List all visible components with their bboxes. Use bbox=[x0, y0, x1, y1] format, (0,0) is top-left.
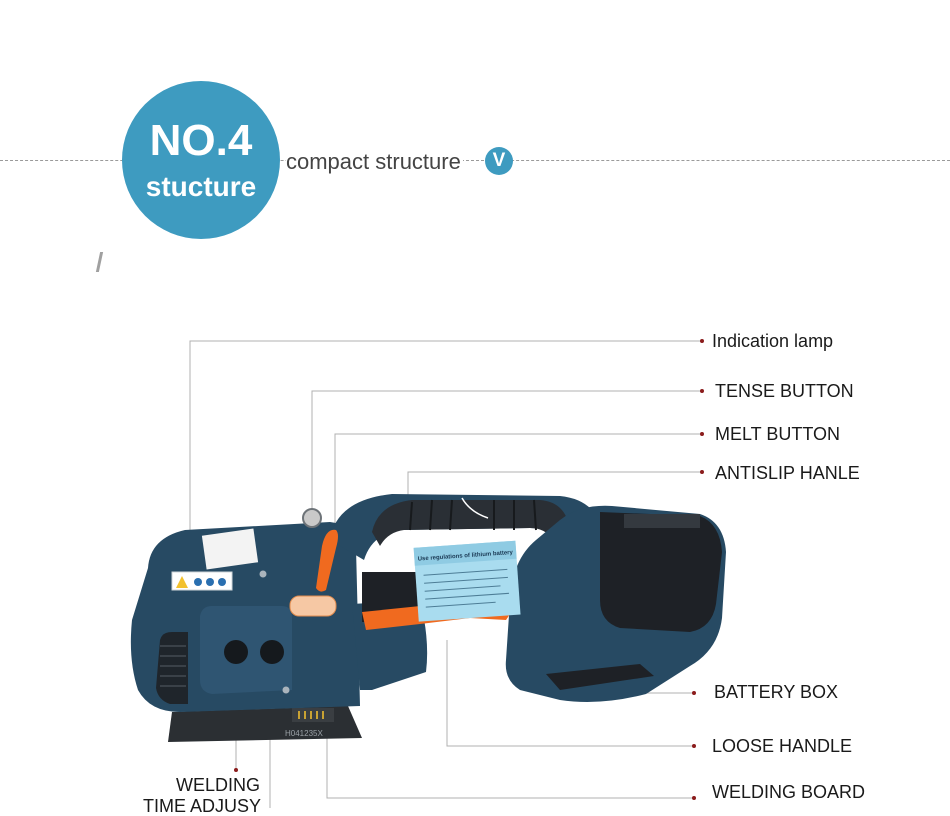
badge-subtitle: stucture bbox=[145, 171, 257, 202]
battery-pack bbox=[600, 512, 722, 632]
callout-melt-button: MELT BUTTON bbox=[715, 424, 841, 444]
section-subtitle: compact structure bbox=[286, 149, 463, 175]
leader-tense-button bbox=[311, 390, 702, 515]
welding-time-knob-left[interactable] bbox=[224, 640, 248, 664]
callout-welding-time-line2: TIME ADJUSY bbox=[143, 796, 262, 816]
callout-indication-lamp: Indication lamp bbox=[712, 331, 834, 351]
leader-antislip-handle bbox=[407, 471, 702, 505]
melt-button[interactable] bbox=[289, 595, 337, 617]
screw bbox=[259, 570, 267, 578]
callout-welding-time-line1: WELDING bbox=[176, 775, 261, 795]
battery-release-tab[interactable] bbox=[624, 514, 700, 528]
grip-ribs bbox=[160, 645, 186, 687]
bullet-dot bbox=[700, 389, 704, 393]
antislip-ribs bbox=[409, 499, 537, 531]
leader-loose-handle bbox=[446, 640, 693, 747]
callout-loose-handle: LOOSE HANDLE bbox=[712, 736, 853, 756]
bullet-dot bbox=[700, 470, 704, 474]
leader-melt-button bbox=[334, 433, 702, 548]
screw bbox=[282, 686, 290, 694]
sticker-icon-3 bbox=[218, 578, 226, 586]
indication-lamp bbox=[302, 508, 322, 528]
leader-welding-board bbox=[326, 735, 693, 799]
bullet-dot bbox=[692, 744, 696, 748]
leader-indication-lamp bbox=[189, 340, 702, 552]
tag-text-lines bbox=[423, 568, 510, 608]
antislip-handle-grip bbox=[372, 500, 570, 546]
v-check-icon: V bbox=[485, 147, 513, 175]
callout-tense-button: TENSE BUTTON bbox=[715, 381, 854, 401]
bullet-dot bbox=[700, 339, 704, 343]
badge-title: NO.4 bbox=[149, 116, 253, 165]
welding-time-knob-right[interactable] bbox=[260, 640, 284, 664]
callout-battery-box: BATTERY BOX bbox=[714, 682, 839, 702]
bullet-dot bbox=[692, 796, 696, 800]
model-code: H041235X bbox=[285, 729, 323, 738]
bullet-dot bbox=[692, 691, 696, 695]
sticker-icon-1 bbox=[194, 578, 202, 586]
warning-triangle-icon bbox=[176, 576, 188, 588]
header-divider bbox=[0, 160, 950, 161]
tag-string bbox=[461, 497, 489, 519]
info-label bbox=[201, 528, 259, 570]
contact-pins bbox=[298, 711, 324, 719]
callout-antislip-handle: ANTISLIP HANLE bbox=[715, 463, 860, 483]
bullet-dot bbox=[234, 768, 238, 772]
sticker-icon-2 bbox=[206, 578, 214, 586]
tense-button[interactable] bbox=[316, 529, 338, 592]
warning-sticker bbox=[171, 571, 233, 591]
section-badge: NO.4 stucture bbox=[122, 81, 280, 239]
side-grip-pad bbox=[156, 632, 188, 704]
battery-vent bbox=[546, 664, 654, 690]
battery-instructions-tag: Use regulations of lithium battery bbox=[413, 540, 521, 622]
callout-welding-board: WELDING BOARD bbox=[712, 782, 866, 802]
bullet-dot bbox=[700, 432, 704, 436]
